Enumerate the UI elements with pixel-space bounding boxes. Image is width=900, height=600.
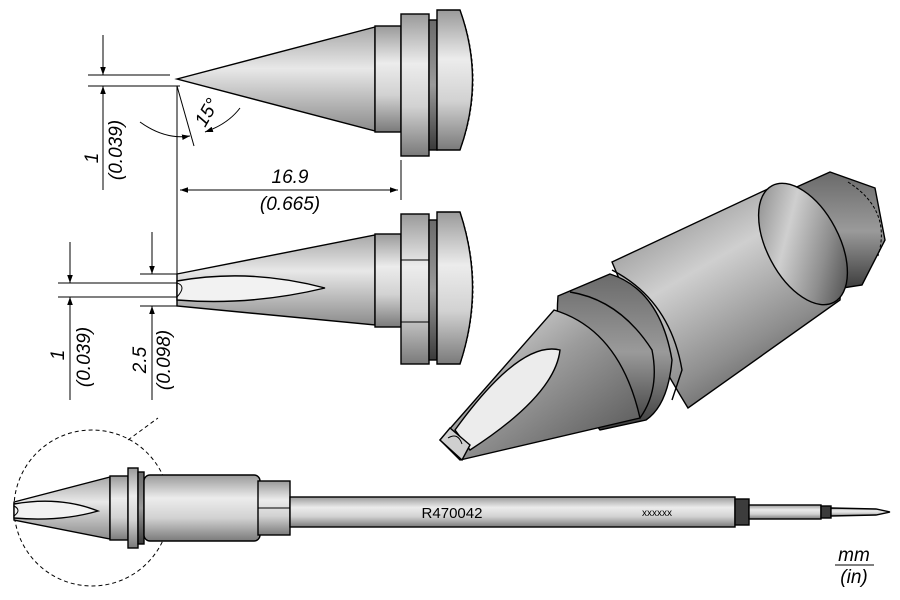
tip-width-mm-label: 1: [82, 153, 103, 164]
slot-width-in-label: (0.039): [74, 327, 95, 387]
tip-thickness-mm-label: 2.5: [130, 346, 151, 374]
length-mm-label: 16.9: [272, 167, 309, 188]
length-in-label: (0.665): [260, 194, 320, 215]
isometric-view: [439, 171, 886, 462]
tip-width-in-label: (0.039): [106, 120, 127, 180]
unit-in-label: (in): [840, 567, 867, 588]
units-legend: mm (in): [835, 545, 874, 588]
full-tip-view: R470042 xxxxxx: [13, 417, 891, 587]
angle-label: 15°: [191, 95, 224, 131]
top-view-middle: [176, 211, 474, 365]
unit-mm-label: mm: [838, 545, 870, 566]
tip-thickness-in-label: (0.098): [154, 330, 175, 390]
part-marking-label: xxxxxx: [642, 508, 672, 519]
slot-width-mm-label: 1: [48, 350, 69, 361]
part-number-label: R470042: [422, 505, 483, 522]
length-dimension: 16.9 (0.665): [176, 150, 402, 290]
slot-dimensions: 1 (0.039) 2.5 (0.098): [48, 232, 177, 400]
side-view-top: [174, 9, 474, 157]
tip-width-dimension: 1 (0.039): [82, 35, 180, 190]
angle-dimension: 15°: [139, 85, 241, 150]
